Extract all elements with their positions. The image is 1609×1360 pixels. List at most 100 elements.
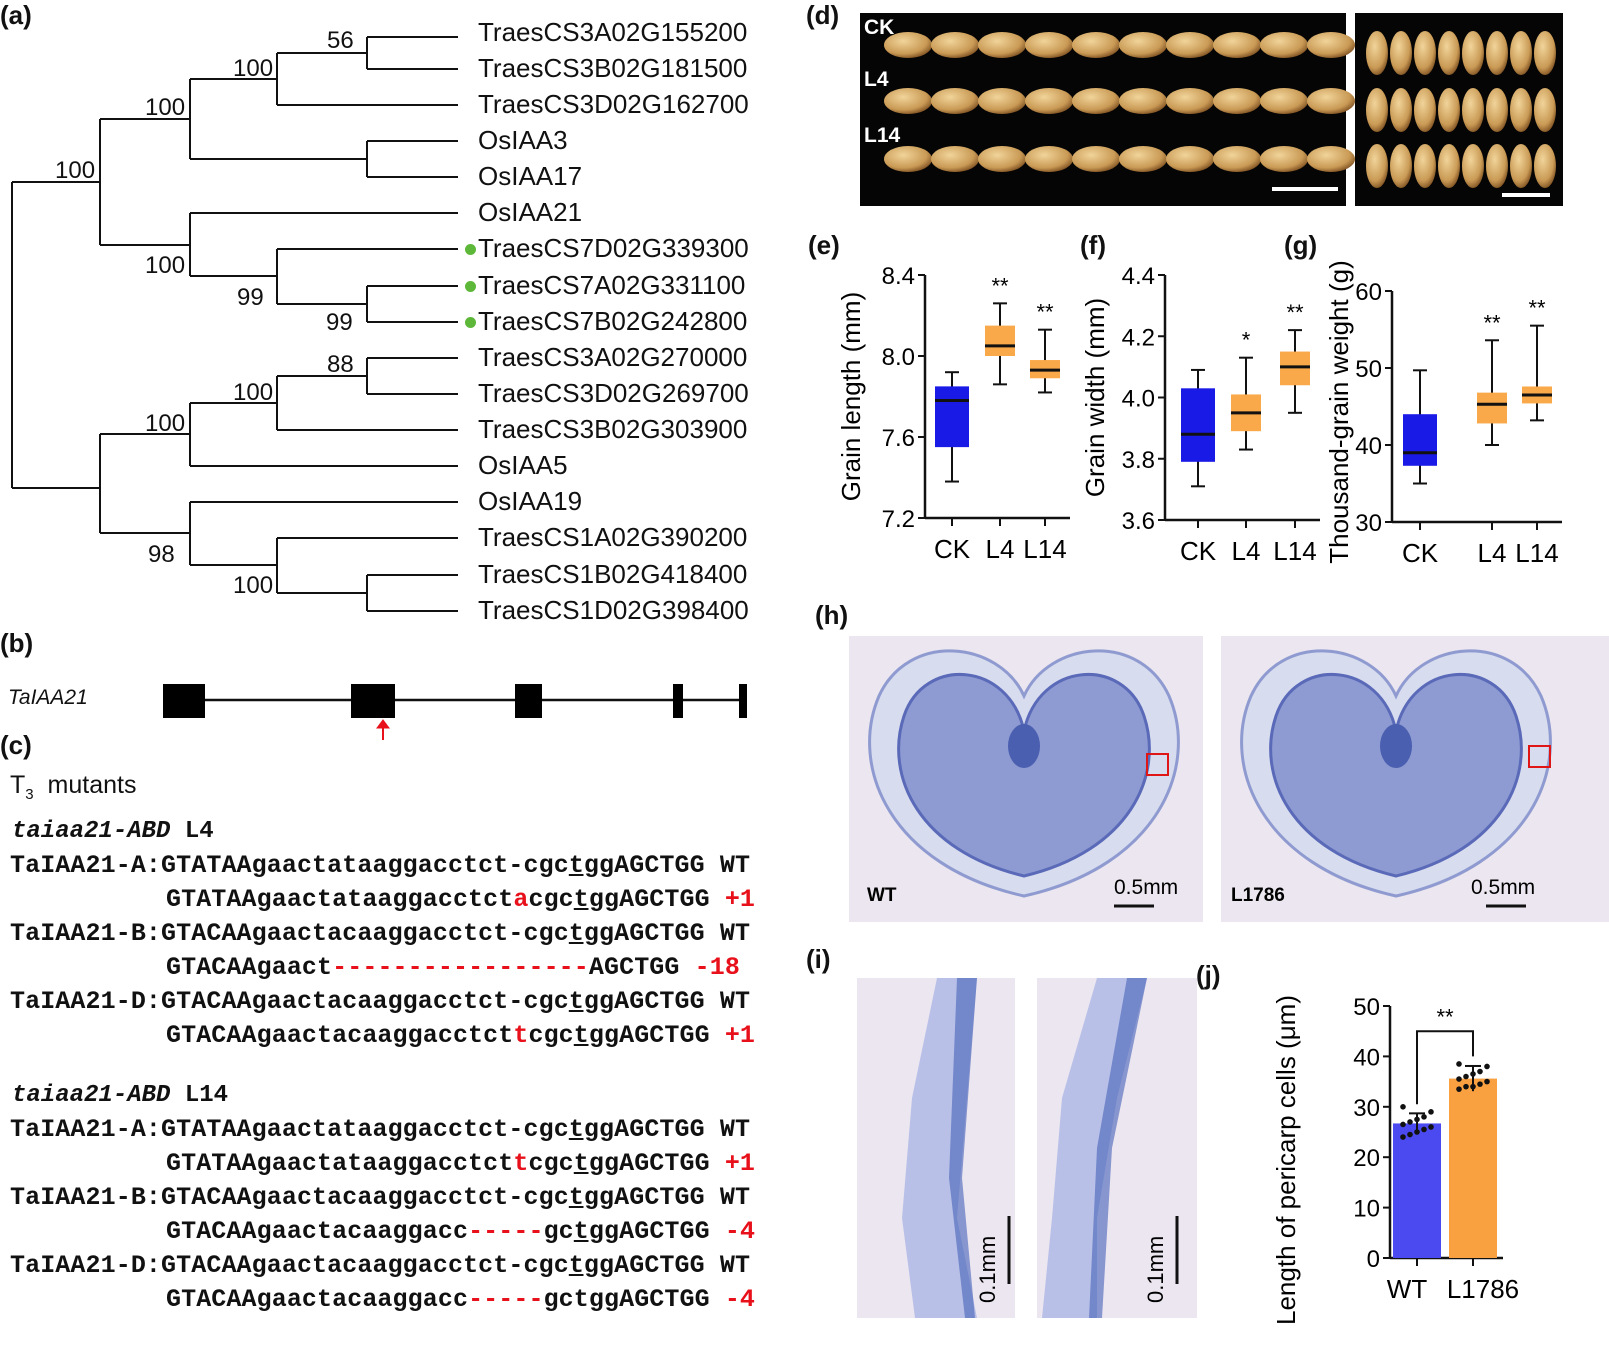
- box: [1477, 392, 1507, 424]
- y-axis-label: Grain length (mm): [836, 292, 866, 502]
- data-point: [1484, 1063, 1490, 1070]
- grain: [1534, 144, 1556, 188]
- sequence-segment: tgg: [573, 1217, 620, 1246]
- bar: [1393, 1123, 1441, 1258]
- scale-label: 0.1mm: [1143, 1236, 1168, 1303]
- mutation-tag: WT: [704, 851, 751, 880]
- sequence-segment: cgc: [528, 885, 574, 914]
- y-tick-label: 60: [1355, 279, 1382, 306]
- sequence-segment: AGCTGG: [619, 885, 710, 914]
- grain: [1390, 144, 1412, 188]
- sequence-row: TaIAA21-A:GTATAAgaactataaggacctct-cgctgg…: [10, 852, 750, 879]
- tree-leaf: TraesCS3B02G181500: [478, 53, 748, 83]
- x-tick-label: L14: [1023, 534, 1066, 564]
- grain: [1510, 144, 1532, 188]
- grain-row-label-l14: L14: [864, 124, 901, 147]
- sequence-segment: GTACAAgaactacaaggacctct-cgc: [161, 919, 569, 948]
- sequence-row: TaIAA21-A:GTATAAgaactataaggacctct-cgctgg…: [10, 1116, 750, 1143]
- sequence-row: GTACAAgaactacaaggacc-----gctggAGCTGG -4: [166, 1286, 755, 1313]
- grain: [1072, 32, 1120, 58]
- data-point: [1414, 1116, 1420, 1123]
- tree-leaf: TraesCS3B02G303900: [478, 414, 748, 444]
- mutation-tag: +1: [709, 1021, 756, 1050]
- sequence-segment: tgg: [568, 851, 615, 880]
- grain: [1390, 88, 1412, 132]
- y-tick-label: 40: [1355, 433, 1382, 460]
- grain: [884, 146, 932, 172]
- sample-label-wt: WT: [867, 885, 897, 906]
- endosperm: [897, 672, 1151, 878]
- bar: [1449, 1078, 1497, 1258]
- y-axis-label: Thousand-grain weight (g): [1324, 260, 1354, 564]
- mutation-tag: WT: [704, 1251, 751, 1280]
- grain: [1414, 144, 1436, 188]
- highlight-dot-icon: [465, 317, 476, 328]
- allele-label: TaIAA21-A:: [10, 1115, 162, 1144]
- box: [985, 325, 1015, 356]
- y-tick-label: 3.6: [1122, 508, 1155, 535]
- sequence-segment: cgc: [528, 1021, 574, 1050]
- bootstrap-value: 100: [233, 379, 274, 406]
- sequence-row: GTACAAgaact-----------------AGCTGG -18: [166, 954, 740, 981]
- pericarp-images: 0.1mm 0.1mm: [857, 978, 1197, 1318]
- sequence-segment: tgg: [573, 885, 620, 914]
- x-tick-label: L1786: [1447, 1274, 1519, 1304]
- mutation-tag: WT: [704, 987, 751, 1016]
- sequence-segment: -----------------: [332, 953, 589, 982]
- y-tick-label: 50: [1353, 994, 1380, 1021]
- endosperm: [1269, 672, 1523, 878]
- tree-leaf: TraesCS3D02G269700: [478, 378, 749, 408]
- grain: [1414, 31, 1436, 75]
- mutation-tag: WT: [704, 919, 751, 948]
- crease: [1380, 724, 1412, 768]
- grain: [1462, 88, 1484, 132]
- grain: [1166, 146, 1214, 172]
- grain: [1072, 88, 1120, 114]
- phylogenetic-tree: [11, 36, 458, 612]
- grain-row-label-ck: CK: [864, 16, 894, 39]
- sequence-row: TaIAA21-B:GTACAAgaactacaaggacctct-cgctgg…: [10, 1184, 750, 1211]
- bootstrap-value: 56: [327, 27, 354, 54]
- sequence-segment: tgg: [568, 919, 615, 948]
- tree-leaf: TraesCS1D02G398400: [478, 595, 749, 625]
- sequence-segment: tgg: [568, 1115, 615, 1144]
- grain: [1438, 31, 1460, 75]
- grain: [1390, 31, 1412, 75]
- grain: [1307, 88, 1355, 114]
- exon-5: [739, 684, 747, 718]
- sequence-row: TaIAA21-B:GTACAAgaactacaaggacctct-cgctgg…: [10, 920, 750, 947]
- grain: [1213, 32, 1261, 58]
- bootstrap-value: 99: [237, 284, 264, 311]
- y-tick-label: 10: [1353, 1196, 1380, 1223]
- grain: [1462, 31, 1484, 75]
- sequence-segment: AGCTGG: [614, 1183, 705, 1212]
- panel-label-j: (j): [1196, 960, 1221, 990]
- y-tick-label: 8.4: [882, 263, 915, 290]
- mutation-tag: +1: [709, 1149, 756, 1178]
- bootstrap-value: 100: [55, 157, 96, 184]
- sequence-segment: GTACAAgaactacaaggacc: [166, 1285, 469, 1314]
- bootstrap-value: 100: [145, 252, 186, 279]
- x-tick-label: CK: [1402, 538, 1439, 568]
- sequence-segment: GTACAAgaact: [166, 953, 333, 982]
- mutation-tag: +1: [709, 885, 756, 914]
- sequence-segment: GTACAAgaactacaaggacctct-cgc: [161, 987, 569, 1016]
- zoom-region-box: [1146, 753, 1169, 776]
- grain: [931, 32, 979, 58]
- grain: [1307, 146, 1355, 172]
- sequence-segment: AGCTGG: [619, 1149, 710, 1178]
- sequence-segment: AGCTGG: [614, 987, 705, 1016]
- grain: [1307, 32, 1355, 58]
- tree-leaf: OsIAA3: [478, 125, 568, 155]
- grain: [1486, 88, 1508, 132]
- allele-label: TaIAA21-D:: [10, 987, 162, 1016]
- sequence-row: GTACAAgaactacaaggacctcttcgctggAGCTGG +1: [166, 1022, 755, 1049]
- grain: [931, 146, 979, 172]
- grain: [1260, 88, 1308, 114]
- grain: [1510, 88, 1532, 132]
- sequence-segment: tgg: [568, 987, 615, 1016]
- exon-4: [673, 684, 683, 718]
